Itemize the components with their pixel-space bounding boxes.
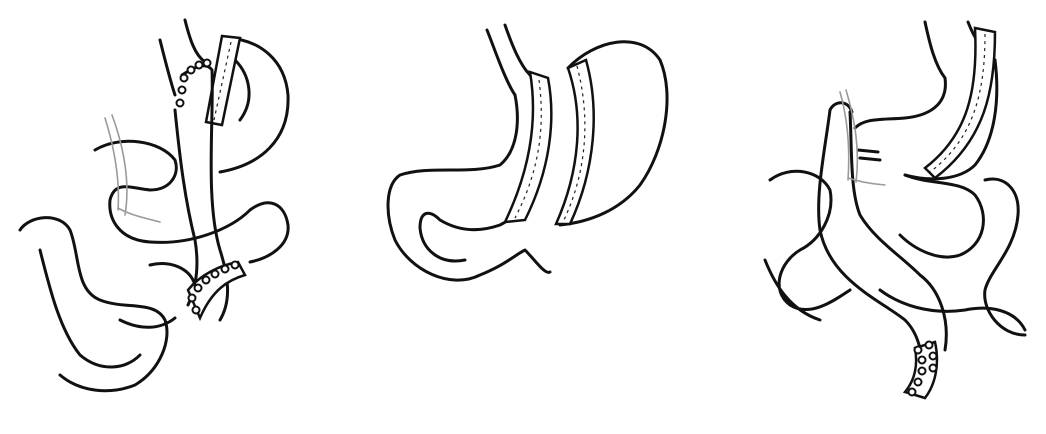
bypass-stitches-upper <box>175 58 212 108</box>
bypass-esophagus <box>158 18 207 97</box>
sleeve-excised-fundus <box>558 40 669 227</box>
combined-suture-thread <box>839 89 886 186</box>
bypass-jejunojejunostomy <box>186 260 247 322</box>
combined-small-bowel-loops <box>763 169 1027 337</box>
panel-sleeve <box>386 23 669 282</box>
sleeve-esophagus <box>485 23 532 97</box>
bypass-remnant-stomach <box>218 36 290 174</box>
bypass-biliopancreatic-limb <box>93 139 290 264</box>
combined-stomach <box>853 58 999 181</box>
sleeve-excised-hatch <box>562 65 586 223</box>
combined-alimentary-limb <box>817 108 948 387</box>
combined-staple-line <box>923 26 997 180</box>
bypass-suture-thread <box>104 114 161 223</box>
sleeve-staple-hatch <box>514 79 542 219</box>
sleeve-excised-staple-line <box>554 58 595 226</box>
panel-sleeve-bypass <box>763 20 1027 400</box>
bypass-common-channel <box>18 216 169 393</box>
bypass-stitches-lower <box>187 260 240 315</box>
combined-stitches <box>907 340 938 397</box>
sleeve-staple-line <box>502 70 553 224</box>
bypass-small-bowel-loop <box>118 262 197 329</box>
combined-staple-hatch <box>929 33 986 173</box>
panel-bypass <box>18 18 290 393</box>
